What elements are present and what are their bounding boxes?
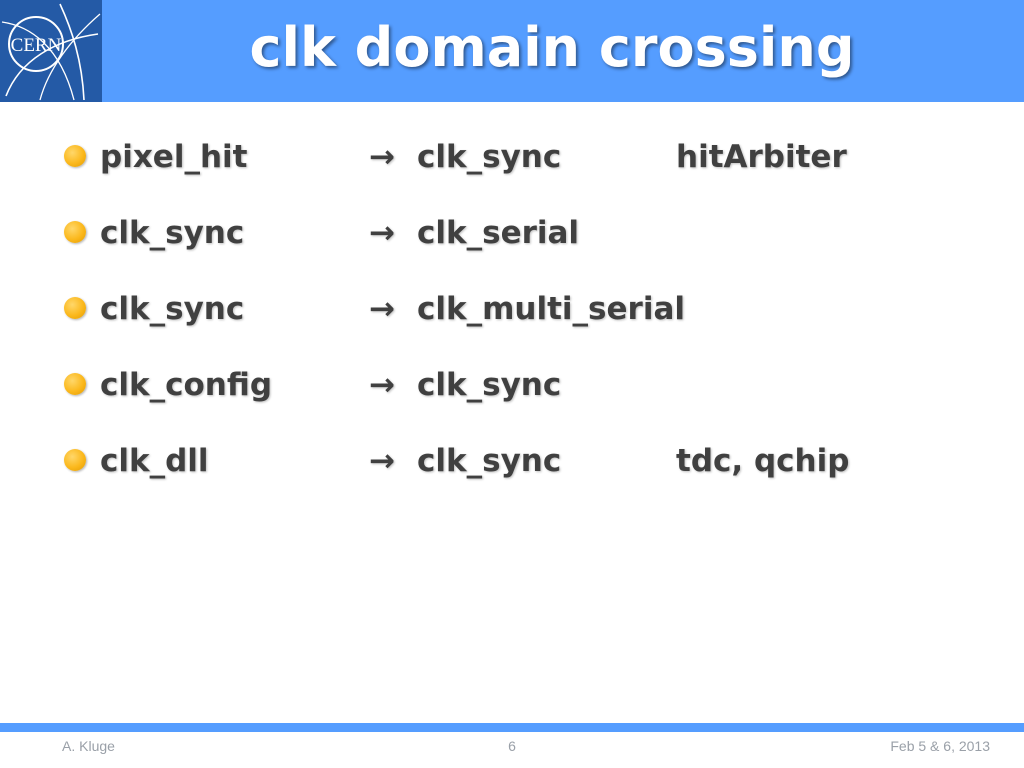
footer-author: A. Kluge	[62, 738, 115, 754]
target-clock: clk_sync	[417, 367, 562, 403]
arrow-right-icon: →	[369, 291, 395, 327]
target-clock: clk_serial	[417, 215, 580, 251]
bullet-icon	[64, 449, 86, 471]
footer-divider	[0, 723, 1024, 732]
cern-logo-text: CERN	[11, 35, 62, 56]
source-clock: pixel_hit	[100, 139, 248, 175]
footer-date: Feb 5 & 6, 2013	[890, 738, 990, 754]
arrow-right-icon: →	[369, 215, 395, 251]
bullet-icon	[64, 373, 86, 395]
arrow-right-icon: →	[369, 443, 395, 479]
source-clock: clk_config	[100, 367, 273, 403]
target-clock: clk_multi_serial	[417, 291, 685, 327]
list-item: pixel_hit → clk_sync hitArbiter	[0, 132, 1024, 182]
arrow-right-icon: →	[369, 139, 395, 175]
cern-logo-icon: CERN	[0, 0, 102, 102]
arrow-right-icon: →	[369, 367, 395, 403]
slide-title: clk domain crossing	[249, 16, 855, 79]
page-number: 6	[508, 738, 516, 754]
source-clock: clk_sync	[100, 291, 245, 327]
target-clock: clk_sync	[417, 139, 562, 175]
list-item: clk_sync → clk_serial	[0, 208, 1024, 258]
bullet-icon	[64, 145, 86, 167]
cern-logo: CERN	[0, 0, 102, 102]
list-item: clk_config → clk_sync	[0, 360, 1024, 410]
bullet-icon	[64, 297, 86, 319]
source-clock: clk_dll	[100, 443, 209, 479]
list-item: clk_sync → clk_multi_serial	[0, 284, 1024, 334]
list-item: clk_dll → clk_sync tdc, qchip	[0, 436, 1024, 486]
slide-header: CERN clk domain crossing	[0, 0, 1024, 102]
block-note: tdc, qchip	[676, 443, 850, 479]
target-clock: clk_sync	[417, 443, 562, 479]
block-note: hitArbiter	[676, 139, 847, 175]
bullet-icon	[64, 221, 86, 243]
source-clock: clk_sync	[100, 215, 245, 251]
